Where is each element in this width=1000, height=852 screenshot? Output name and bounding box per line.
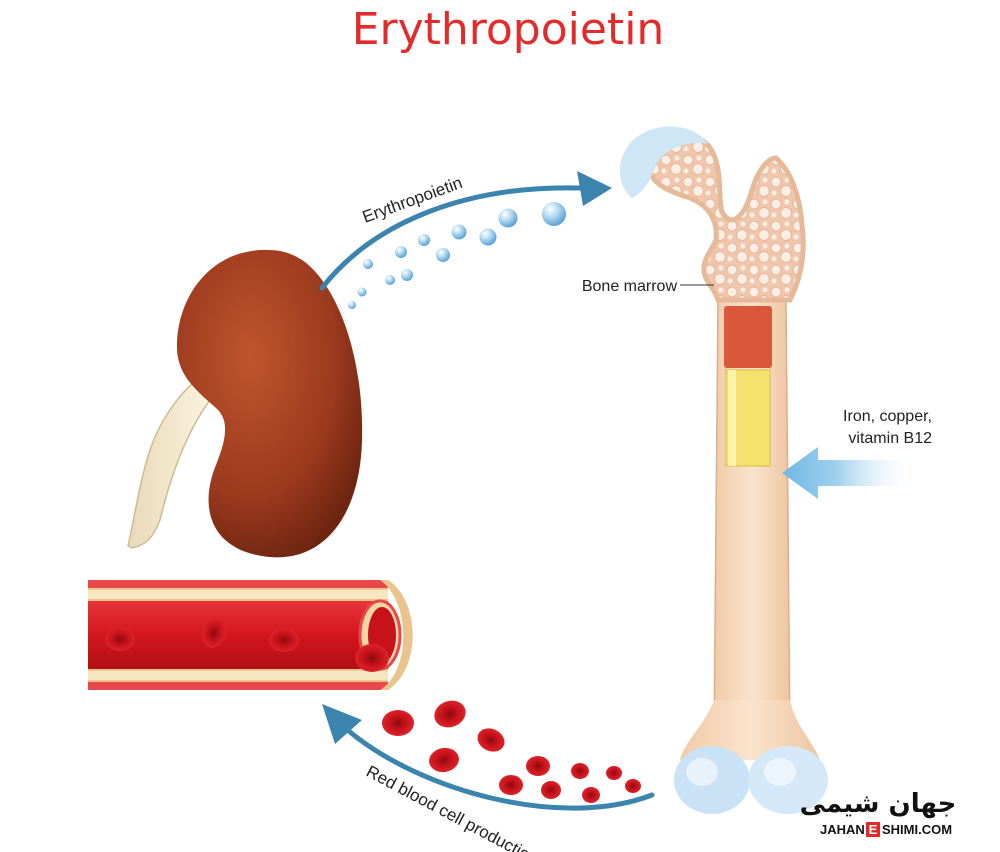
bone-icon — [619, 126, 828, 814]
red-blood-cell-icon — [382, 700, 641, 803]
blood-vessel-icon — [88, 580, 413, 690]
watermark-url-part1: JAHAN — [820, 822, 865, 837]
watermark-persian: جهان شیمی — [800, 789, 957, 819]
watermark-url-letter: E — [869, 822, 878, 837]
hormone-arrow — [319, 171, 612, 291]
watermark-url-badge — [866, 822, 880, 837]
minerals-label-line2: vitamin B12 — [848, 430, 932, 447]
minerals-label-line1: Iron, copper, — [843, 408, 932, 425]
watermark-logo: جهان شیمی JAHAN E SHIMI.COM — [800, 789, 957, 837]
bone-marrow-label: Bone marrow — [582, 278, 678, 295]
page-title: Erythropoietin — [352, 4, 665, 55]
minerals-arrow — [782, 447, 918, 499]
rbc-production-label: Red blood cell production — [363, 762, 541, 852]
hormone-bubble-icon — [348, 202, 566, 309]
kidney-icon — [127, 249, 363, 558]
rbc-production-arrow — [322, 704, 655, 811]
watermark-url-part2: SHIMI.COM — [882, 822, 952, 837]
